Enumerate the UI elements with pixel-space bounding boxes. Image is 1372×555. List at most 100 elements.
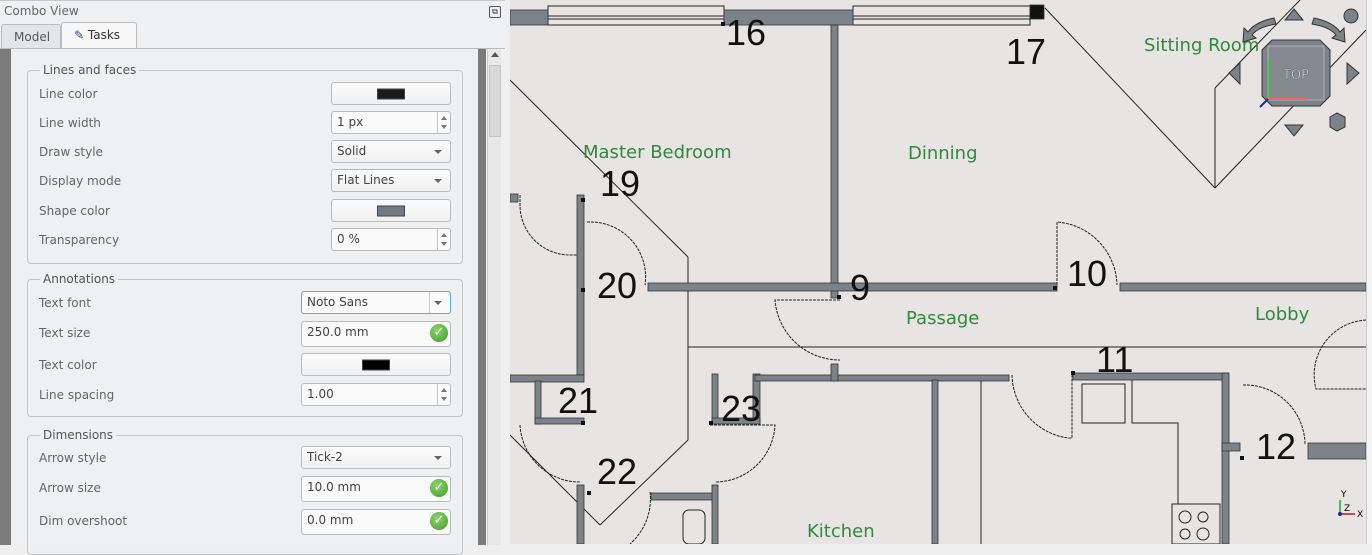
shape-color-button[interactable] <box>331 199 451 222</box>
draw-style-label: Draw style <box>39 145 103 159</box>
navigation-cube[interactable]: TOP <box>1228 8 1360 137</box>
tab-model[interactable]: Model <box>1 24 61 48</box>
arrow-style-value: Tick-2 <box>307 450 343 464</box>
rotate-left-arrow-icon <box>1228 61 1241 86</box>
arrow-size-input[interactable]: 10.0 mm ✓ <box>301 476 451 502</box>
navcube-face-label: TOP <box>1282 68 1309 83</box>
group-lines-faces: Lines and faces <box>27 63 463 264</box>
group-title: Lines and faces <box>40 63 140 77</box>
color-swatch <box>377 205 405 216</box>
dim-overshoot-label: Dim overshoot <box>39 514 128 528</box>
arrow-style-dropdown[interactable]: Tick-2 <box>301 446 451 469</box>
label-10: 10 <box>1067 253 1107 294</box>
label-9: 9 <box>850 267 870 308</box>
spin-arrows-icon[interactable] <box>437 384 450 405</box>
text-color-label: Text color <box>39 358 97 372</box>
label-21: 21 <box>558 380 598 421</box>
pencil-icon: ✎ <box>74 28 85 42</box>
dim-overshoot-value: 0.0 mm <box>307 513 354 527</box>
spin-arrows-icon[interactable] <box>437 112 450 133</box>
label-11: 11 <box>1096 339 1133 380</box>
text-color-button[interactable] <box>301 353 451 376</box>
rotate-cw-arrow-icon <box>1311 17 1346 43</box>
line-spacing-value: 1.00 <box>307 387 334 401</box>
panel-border <box>478 49 486 545</box>
chevron-down-icon[interactable] <box>434 456 442 460</box>
shape-color-label: Shape color <box>39 204 110 218</box>
text-size-value: 250.0 mm <box>307 325 369 339</box>
label-17: 17 <box>1006 31 1046 72</box>
door-swings <box>519 195 1367 545</box>
arrow-size-label: Arrow size <box>39 481 101 495</box>
tab-model-label: Model <box>14 30 51 44</box>
scrollbar-thumb[interactable] <box>489 65 501 137</box>
draw-style-dropdown[interactable]: Solid <box>331 140 451 163</box>
axis-z-label: Z <box>1344 504 1350 514</box>
arrow-style-label: Arrow style <box>39 451 107 465</box>
floor-plan-drawing: 16 17 19 20 9 10 11 12 21 22 23 Master B… <box>509 0 1367 545</box>
dim-overshoot-input[interactable]: 0.0 mm ✓ <box>301 509 451 535</box>
axis-y-label: Y <box>1340 490 1347 500</box>
axis-x-label: X <box>1357 510 1363 520</box>
panel-title: Combo View <box>4 4 79 18</box>
label-23: 23 <box>721 388 761 429</box>
spin-arrows-icon[interactable] <box>437 229 450 250</box>
room-passage: Passage <box>906 308 979 329</box>
display-mode-label: Display mode <box>39 174 122 188</box>
room-kitchen: Kitchen <box>807 521 875 542</box>
scrollbar[interactable] <box>487 49 501 545</box>
diagonal-line <box>1044 7 1216 189</box>
scroll-up-arrow-icon[interactable] <box>491 52 499 57</box>
arrow-size-value: 10.0 mm <box>307 480 361 494</box>
diagonal-line <box>509 79 689 258</box>
label-20: 20 <box>597 265 637 306</box>
text-size-label: Text size <box>39 326 91 340</box>
combo-view-panel: Combo View ⧉ Model ✎ Tasks Lines and fac… <box>0 0 505 555</box>
room-master-bedroom: Master Bedroom <box>583 142 732 163</box>
float-panel-button[interactable]: ⧉ <box>489 6 501 18</box>
group-title: Dimensions <box>40 428 117 442</box>
transparency-input[interactable]: 0 % <box>331 228 451 251</box>
transparency-value: 0 % <box>337 232 360 246</box>
rotate-ccw-arrow-icon <box>1242 17 1277 43</box>
display-mode-dropdown[interactable]: Flat Lines <box>331 169 451 192</box>
label-19: 19 <box>600 163 640 204</box>
text-font-value: Noto Sans <box>307 295 369 309</box>
rotate-down-arrow-icon <box>1283 124 1305 137</box>
panel-border <box>0 49 11 545</box>
text-size-input[interactable]: 250.0 mm✓ <box>301 321 451 347</box>
text-font-dropdown[interactable]: Noto Sans <box>301 291 451 314</box>
line-spacing-input[interactable]: 1.00 <box>301 383 451 406</box>
corner-markers <box>581 22 1244 495</box>
3d-view[interactable]: 16 17 19 20 9 10 11 12 21 22 23 Master B… <box>509 0 1367 545</box>
line-width-input[interactable]: 1 px <box>331 111 451 134</box>
transparency-label: Transparency <box>39 233 120 247</box>
axis-indicator: Y Z X <box>1338 490 1363 520</box>
diagonal-line <box>509 434 601 526</box>
tab-tasks-label: Tasks <box>87 28 121 42</box>
text-font-label: Text font <box>39 296 91 310</box>
room-dinning: Dinning <box>908 143 978 164</box>
line-width-label: Line width <box>39 116 101 130</box>
color-swatch <box>362 359 390 370</box>
room-lobby: Lobby <box>1255 304 1310 325</box>
chevron-down-icon[interactable] <box>434 150 442 154</box>
valid-check-icon: ✓ <box>430 512 448 530</box>
chevron-down-icon[interactable] <box>434 179 442 183</box>
label-22: 22 <box>597 451 637 492</box>
chevron-down-icon[interactable] <box>434 301 442 305</box>
rotate-right-arrow-icon <box>1346 61 1360 86</box>
walls <box>509 4 1367 545</box>
line-color-button[interactable] <box>331 82 451 105</box>
color-swatch <box>377 88 405 99</box>
group-title: Annotations <box>40 272 119 286</box>
valid-check-icon: ✓ <box>430 479 448 497</box>
line-color-label: Line color <box>39 87 98 101</box>
label-12: 12 <box>1256 426 1296 467</box>
line-width-value: 1 px <box>337 115 364 129</box>
room-labels: Master Bedroom Dinning Sitting Room Pass… <box>583 35 1310 542</box>
display-mode-value: Flat Lines <box>337 173 395 187</box>
window-edge <box>1366 0 1372 544</box>
dimension-numbers: 16 17 19 20 9 10 11 12 21 22 23 <box>558 12 1296 492</box>
tab-tasks[interactable]: ✎ Tasks <box>61 22 137 48</box>
